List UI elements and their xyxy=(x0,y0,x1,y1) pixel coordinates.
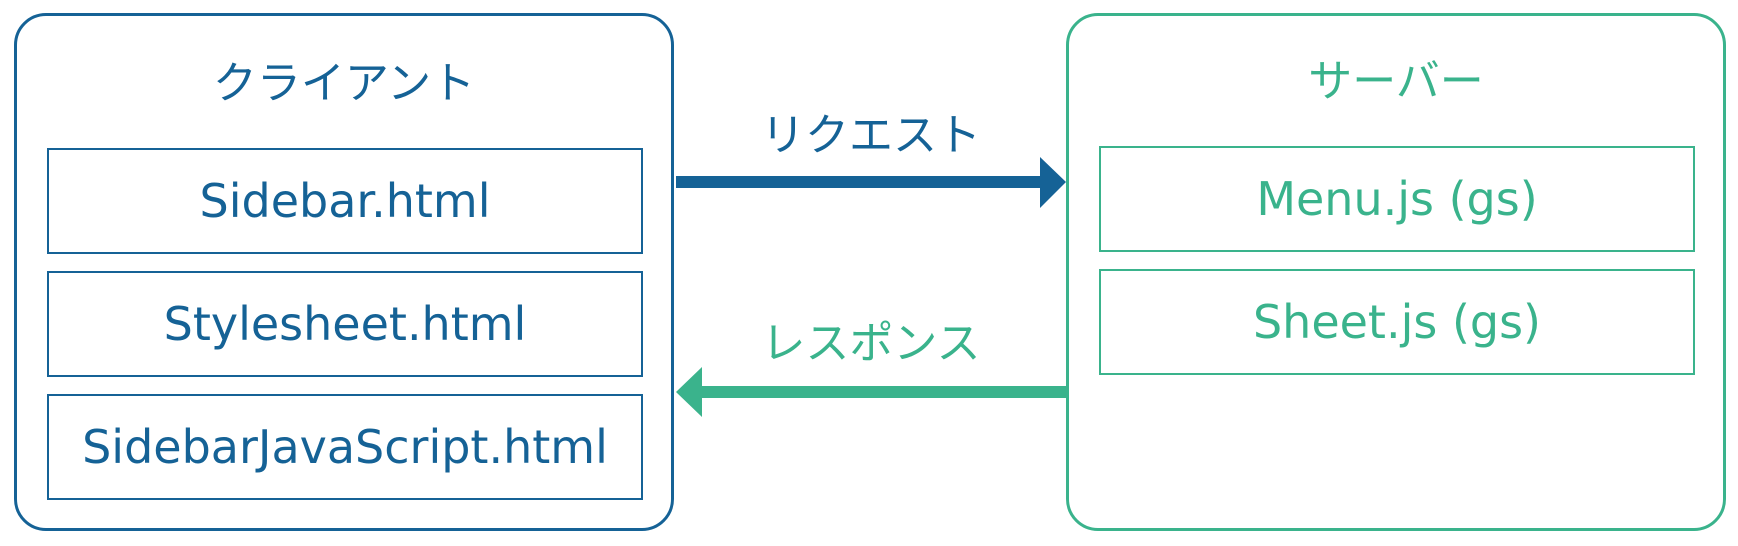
server-file-menu: Menu.js (gs) xyxy=(1099,146,1695,252)
server-panel: サーバー Menu.js (gs) Sheet.js (gs) xyxy=(1066,13,1726,531)
client-file-sidebar: Sidebar.html xyxy=(47,148,643,254)
client-title: クライアント xyxy=(212,58,476,109)
request-arrow-shaft xyxy=(676,176,1042,188)
response-label: レスポンス xyxy=(761,318,981,369)
client-panel: クライアント Sidebar.html Stylesheet.html Side… xyxy=(14,13,674,531)
response-arrow-head xyxy=(676,367,702,417)
response-arrow xyxy=(676,367,1066,417)
client-file-sidebar-javascript: SidebarJavaScript.html xyxy=(47,394,643,500)
server-file-sheet: Sheet.js (gs) xyxy=(1099,269,1695,375)
response-arrow-shaft xyxy=(700,386,1066,398)
client-file-stylesheet: Stylesheet.html xyxy=(47,271,643,377)
server-title: サーバー xyxy=(1308,56,1484,107)
request-arrow-head xyxy=(1040,157,1066,208)
request-arrow xyxy=(676,157,1066,208)
request-label: リクエスト xyxy=(761,110,981,161)
